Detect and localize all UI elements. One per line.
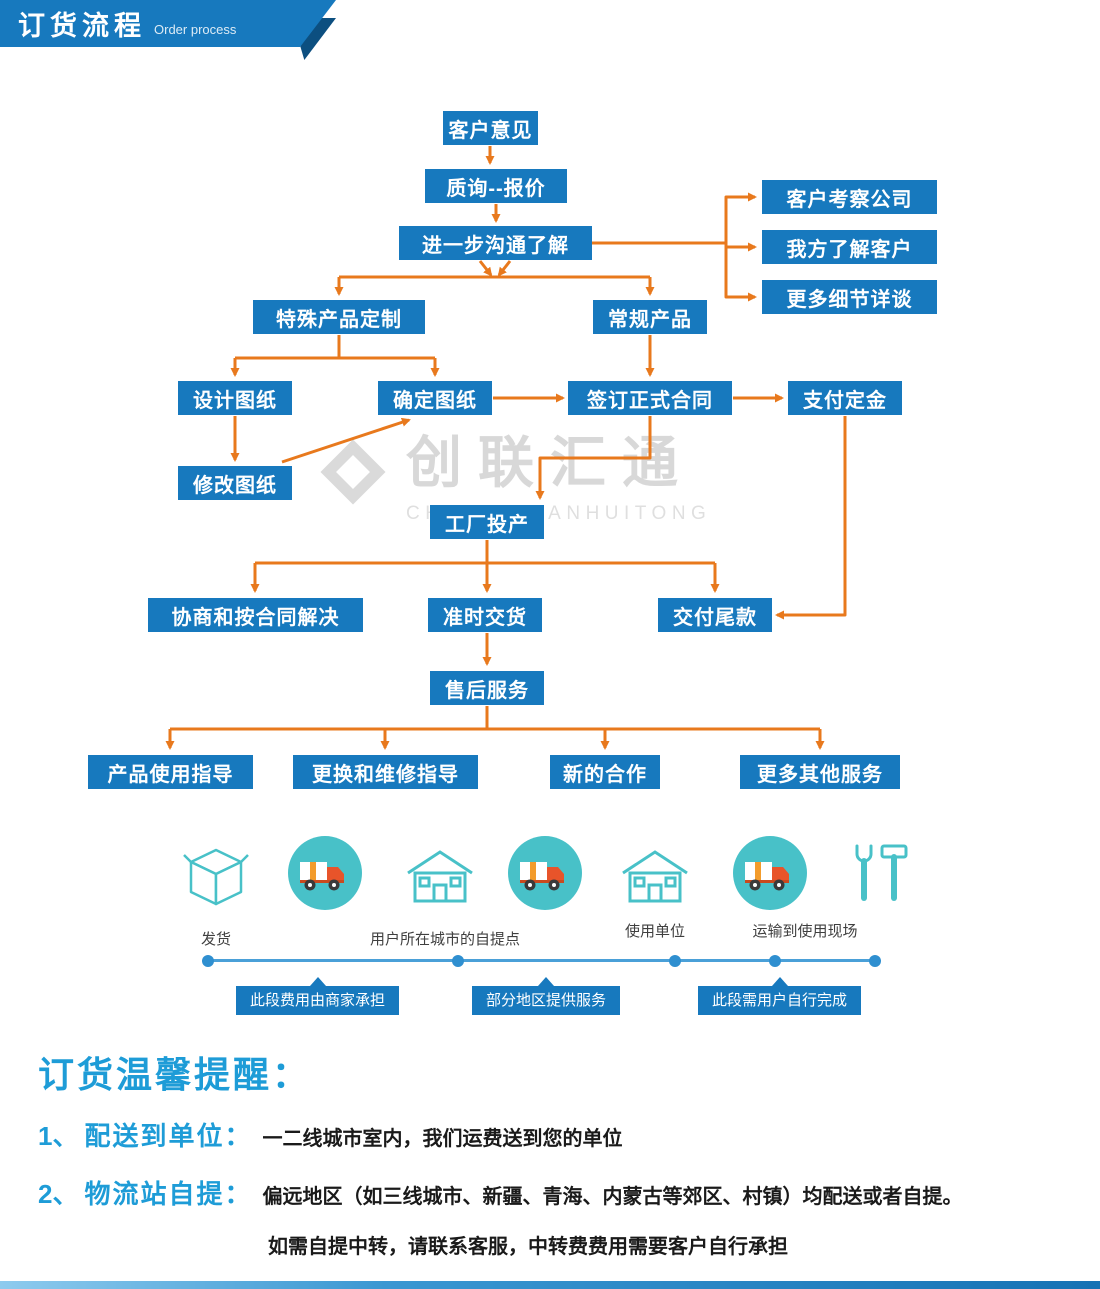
timeline-dot xyxy=(452,955,464,967)
node-pay-deposit: 支付定金 xyxy=(788,381,902,415)
node-sign-formal-contract: 签订正式合同 xyxy=(568,381,732,415)
delivery-truck-icon xyxy=(733,836,807,910)
node-design-drawing: 设计图纸 xyxy=(178,381,292,415)
node-pay-balance: 交付尾款 xyxy=(658,598,772,632)
node-replace-repair-guide: 更换和维修指导 xyxy=(293,755,478,789)
timeline-dot xyxy=(669,955,681,967)
reminder-item-1: 1、 配送到单位： 一二线城市室内，我们运费送到您的单位 xyxy=(38,1116,622,1153)
label-transport-to-site: 运输到使用现场 xyxy=(752,923,858,940)
segment-user-self: 此段需用户自行完成 xyxy=(698,977,862,1015)
segment-merchant-pays: 此段费用由商家承担 xyxy=(236,977,400,1015)
reminder-item-number: 2、 xyxy=(38,1179,79,1209)
reminder-item-label: 配送到单位： xyxy=(84,1121,253,1151)
reminder-item-text: 一二线城市室内，我们运费送到您的单位 xyxy=(262,1128,623,1150)
segment-pointer xyxy=(771,977,788,986)
node-customer-visit-company: 客户考察公司 xyxy=(762,180,937,214)
node-modify-drawing: 修改图纸 xyxy=(178,466,292,500)
reminder-item-number: 1、 xyxy=(38,1121,79,1151)
timeline-dot xyxy=(869,955,881,967)
node-on-time-delivery: 准时交货 xyxy=(428,598,542,632)
shipping-box-icon xyxy=(183,848,249,906)
header-ribbon: 订货流程 Order process xyxy=(0,0,336,47)
label-using-unit: 使用单位 xyxy=(624,923,685,940)
label-pickup-point: 用户所在城市的自提点 xyxy=(369,931,520,948)
node-inquiry-quote: 质询--报价 xyxy=(425,169,567,203)
segment-partial-service: 部分地区提供服务 xyxy=(472,977,621,1015)
node-product-usage-guide: 产品使用指导 xyxy=(88,755,253,789)
bottom-accent-bar xyxy=(0,1281,1100,1289)
reminder-note: 如需自提中转，请联系客服，中转费费用需要客户自行承担 xyxy=(268,1236,788,1258)
node-new-cooperation: 新的合作 xyxy=(550,755,660,789)
node-negotiate-per-contract: 协商和按合同解决 xyxy=(148,598,363,632)
node-we-know-customer: 我方了解客户 xyxy=(762,230,937,264)
pickup-house-icon xyxy=(407,850,473,903)
node-more-other-services: 更多其他服务 xyxy=(740,755,900,789)
label-shipping: 发货 xyxy=(200,931,231,948)
node-more-details-talk: 更多细节详谈 xyxy=(762,280,937,314)
usage-house-icon xyxy=(622,850,688,903)
reminder-item-text: 偏远地区（如三线城市、新疆、青海、内蒙古等郊区、村镇）均配送或者自提。 xyxy=(262,1186,963,1208)
page-subtitle: Order process xyxy=(154,22,237,37)
node-special-custom-product: 特殊产品定制 xyxy=(253,300,425,334)
node-customer-feedback: 客户意见 xyxy=(443,111,538,145)
node-confirm-drawing: 确定图纸 xyxy=(378,381,492,415)
timeline-dot xyxy=(769,955,781,967)
brand-logo-icon xyxy=(320,438,386,505)
delivery-truck-icon xyxy=(288,836,362,910)
segment-pointer xyxy=(309,977,326,986)
segment-pointer xyxy=(538,977,554,986)
segment-label: 部分地区提供服务 xyxy=(486,992,607,1009)
segment-label: 此段需用户自行完成 xyxy=(712,992,848,1009)
page-title: 订货流程 xyxy=(18,11,146,41)
brand-watermark-text: 创联汇通 xyxy=(406,431,694,494)
service-tools-icon xyxy=(855,844,908,901)
reminder-title: 订货温馨提醒： xyxy=(38,1054,312,1095)
timeline-line xyxy=(208,959,875,962)
node-regular-product: 常规产品 xyxy=(593,300,707,334)
reminder-item-label: 物流站自提： xyxy=(84,1179,253,1209)
timeline-dot xyxy=(202,955,214,967)
node-factory-production: 工厂投产 xyxy=(430,505,544,539)
delivery-truck-icon xyxy=(508,836,582,910)
node-after-sales-service: 售后服务 xyxy=(430,671,544,705)
segment-label: 此段费用由商家承担 xyxy=(250,992,386,1009)
reminder-item-2: 2、 物流站自提： 偏远地区（如三线城市、新疆、青海、内蒙古等郊区、村镇）均配送… xyxy=(38,1174,962,1211)
node-further-communication: 进一步沟通了解 xyxy=(399,226,592,260)
